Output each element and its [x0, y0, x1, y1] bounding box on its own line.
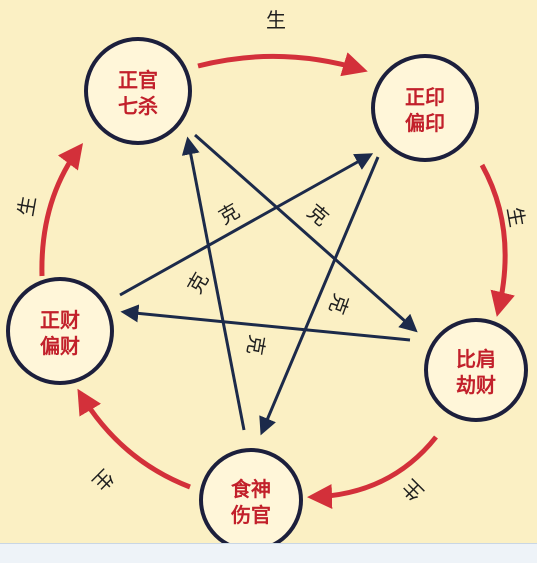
node-guan-line1: 正官 — [118, 68, 158, 92]
sheng-arrow-yin-bi — [479, 163, 515, 317]
node-cai-line2: 偏财 — [40, 334, 80, 358]
ke-arrow-bi-cai — [120, 304, 411, 342]
ke-arrow-cai-yin — [119, 153, 374, 297]
node-cai: 正财 偏财 — [6, 277, 114, 385]
sheng-label-top: 生 — [266, 8, 286, 32]
sheng-arrow-cai-guan — [39, 143, 84, 277]
node-bi-line1: 比肩 — [456, 347, 496, 371]
ke-arrow-shi-guan — [181, 136, 246, 431]
node-cai-line1: 正财 — [40, 308, 80, 332]
ke-arrow-yin-shi — [259, 156, 380, 436]
sheng-arrow-shi-cai — [77, 388, 191, 490]
ke-label-1: 克 — [214, 199, 243, 230]
sheng-arrow-bi-shi — [307, 435, 438, 509]
node-shi-line2: 伤官 — [230, 503, 271, 527]
node-yin-line2: 偏印 — [405, 111, 445, 135]
ke-label-4: 克 — [324, 290, 353, 317]
node-yin-line1: 正印 — [405, 85, 445, 109]
node-guan-line2: 七杀 — [118, 94, 158, 118]
ke-label-5: 克 — [242, 333, 269, 357]
node-shi: 食神 伤官 — [199, 448, 303, 552]
ke-label-3: 克 — [183, 268, 214, 297]
sheng-label-bottom-right: 生 — [397, 474, 428, 505]
node-shi-line1: 食神 — [231, 477, 271, 501]
sheng-arrow-guan-yin — [197, 52, 368, 77]
sheng-label-left: 生 — [13, 194, 40, 218]
node-guan: 正官 七杀 — [84, 37, 192, 145]
sheng-label-right: 生 — [502, 205, 529, 229]
bottom-strip — [0, 543, 537, 563]
ke-label-2: 克 — [303, 199, 334, 230]
node-yin: 正印 偏印 — [371, 54, 479, 162]
sheng-label-bottom-left: 生 — [87, 464, 118, 495]
ke-arrow-guan-bi — [194, 133, 418, 333]
node-bi: 比肩 劫财 — [424, 318, 528, 422]
node-bi-line2: 劫财 — [456, 373, 496, 397]
